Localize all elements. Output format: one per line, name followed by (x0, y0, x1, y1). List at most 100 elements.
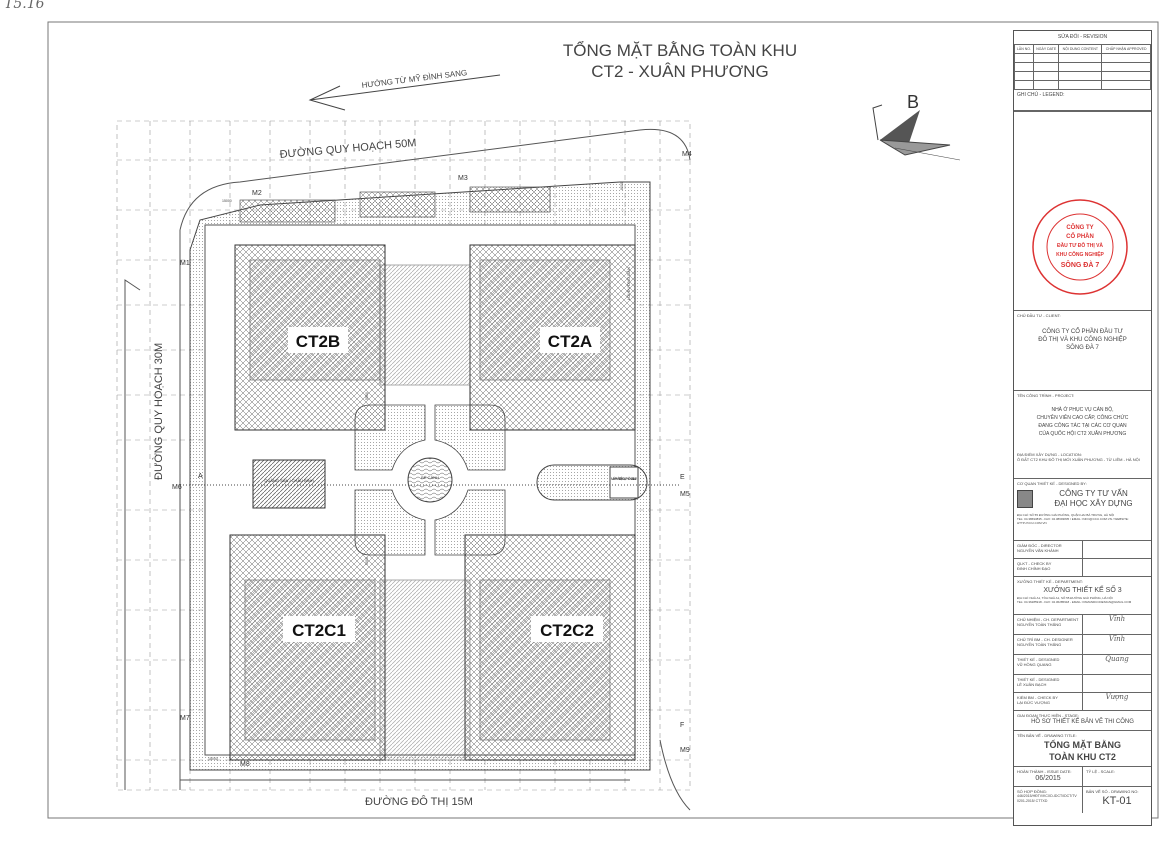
road-label-north: ĐƯỜNG QUY HOẠCH 50M (279, 136, 417, 161)
location-label: ĐỊA ĐIỂM XÂY DỰNG - LOCATION: (1017, 452, 1082, 457)
central-plaza (354, 404, 506, 556)
designer-contact: TEL: 04.38693835 - FAX: 04.38693835 / EM… (1017, 517, 1129, 525)
building-ct2a (469, 244, 636, 431)
building-ct2c1 (229, 534, 386, 761)
svg-text:M7: M7 (180, 715, 190, 722)
svg-text:M4: M4 (682, 151, 692, 158)
signature: Vượng (1082, 693, 1151, 710)
side-path-label: LỐI ĐƯỜNG DẪN (626, 267, 631, 300)
svg-text:M1: M1 (180, 260, 190, 267)
fountain (407, 457, 453, 503)
stage: HỒ SƠ THIẾT KẾ BẢN VẼ THI CÔNG (1031, 719, 1134, 725)
client-line: ĐÔ THỊ VÀ KHU CÔNG NGHIỆP (1038, 337, 1127, 343)
stamp-text: SÔNG ĐÀ 7 (1061, 260, 1100, 269)
svg-text:M2: M2 (252, 190, 262, 197)
svg-text:M6: M6 (172, 484, 182, 491)
staff-role: KIỂM BM - CHECK BY (1017, 695, 1058, 700)
road-edge-west (124, 230, 181, 790)
building-label-ct2c1: CT2C1 (292, 621, 346, 640)
north-compass-icon (872, 104, 961, 161)
road-edge-south (180, 739, 691, 811)
road-label-west: ĐƯỜNG QUY HOẠCH 30M (152, 343, 165, 480)
stamp-text: KHU CÔNG NGHIỆP (1056, 250, 1104, 258)
svg-text:15000: 15000 (208, 757, 218, 761)
svg-text:E: E (680, 474, 685, 481)
svg-text:A: A (198, 473, 203, 480)
generator-label: MÁY PHÁT ĐIỆN DỰ PHÒNG 60 M2 (611, 476, 637, 481)
staff-role: CHỦ NHIỆM - CH. DEPARTMENT (1017, 617, 1079, 622)
signature: Quang (1082, 655, 1151, 674)
studio-label: XƯỞNG THIẾT KẾ - DEPARTMENT: (1017, 579, 1083, 584)
building-ct2b (234, 244, 386, 431)
stamp-text: CỔ PHẦN (1066, 233, 1094, 240)
studio-address: ĐỊA CHỈ: NHÀ A1, TÒA NHÀ A1, SỐ 55 ĐƯỜNG… (1017, 596, 1113, 600)
svg-text:5500: 5500 (365, 392, 369, 400)
svg-text:15000: 15000 (222, 199, 232, 203)
stamp-text: CÔNG TY (1066, 223, 1093, 231)
road-label-south: ĐƯỜNG ĐÔ THỊ 15M (365, 795, 473, 808)
designer-name: ĐẠI HỌC XÂY DỰNG (1054, 499, 1133, 508)
building-ct2c2 (464, 534, 636, 761)
north-label: B (907, 92, 919, 112)
designer-label: CƠ QUAN THIẾT KẾ - DESIGNED BY: (1017, 481, 1087, 486)
revision-title: SỬA ĐỔI - REVISION (1057, 34, 1108, 40)
staff-name: NGUYỄN TOÀN THẮNG (1017, 622, 1062, 627)
contract-number: 446/2015/HĐTV/KCXD-IDCT/IDCT/TV 0201-201… (1017, 794, 1077, 803)
designer-address: ĐỊA CHỈ: SỐ 55 ĐƯỜNG GIẢI PHÓNG, QUẬN HA… (1017, 513, 1115, 517)
building-label-ct2a: CT2A (548, 332, 592, 351)
project-line: CỦA QUỐC HỘI CT2 XUÂN PHƯƠNG (1038, 431, 1127, 437)
issue-date: 06/2015 (1035, 775, 1061, 782)
staff-role: THIẾT KẾ - DESIGNED (1017, 657, 1060, 662)
staff-name: LẠI ĐỨC VƯỢNG (1017, 700, 1050, 705)
parking-label: QUẢNG SÂN / CHẤU BÌNH (264, 478, 313, 483)
direction-arrow-icon (308, 74, 501, 111)
drawing-number: KT-01 (1102, 795, 1132, 807)
svg-text:M3: M3 (458, 175, 468, 182)
svg-text:M9: M9 (680, 747, 690, 754)
project-line: CHUYÊN VIÊN CAO CẤP, CÔNG CHỨC (1036, 415, 1129, 421)
svg-text:8000: 8000 (620, 182, 624, 190)
director-label: GIÁM ĐỐC - DIRECTOR (1017, 543, 1062, 548)
staff-role: THIẾT KẾ - DESIGNED (1017, 677, 1060, 682)
sheet-border (47, 21, 1159, 819)
building-label-ct2c2: CT2C2 (540, 621, 594, 640)
svg-text:M5: M5 (680, 491, 690, 498)
designer-name: CÔNG TY TƯ VẤN (1059, 489, 1128, 498)
tree-planters (239, 186, 551, 223)
drawing-title: TOÀN KHU CT2 (1049, 752, 1116, 762)
signature (1082, 675, 1151, 692)
fountain-label: BỂ CẢNH (421, 475, 439, 480)
company-stamp: CÔNG TY CỔ PHẦN ĐẦU TƯ ĐÔ THỊ VÀ KHU CÔN… (1032, 199, 1128, 295)
svg-text:F: F (680, 722, 684, 729)
plan-title-line1: TỔNG MẶT BẰNG TOÀN KHU (563, 41, 797, 60)
drawing-title-label: TÊN BẢN VẼ - DRAWING TITLE: (1017, 733, 1077, 738)
scale-label: TỶ LỆ - SCALE: (1086, 769, 1115, 774)
location: Ô ĐẤT CT2 KHU ĐÔ THỊ MỚI XUÂN PHƯƠNG - T… (1017, 457, 1140, 462)
building-label-ct2b: CT2B (296, 332, 340, 351)
plan-title-line2: CT2 - XUÂN PHƯƠNG (591, 62, 768, 81)
studio-contact: TEL: 04.36285918 - FAX: 04.36285918 - EM… (1017, 600, 1132, 604)
drawing-title: TỔNG MẶT BẰNG (1044, 740, 1121, 750)
client-line: SÔNG ĐÀ 7 (1066, 345, 1099, 351)
survey-markers: M1 M2 M3 M4 M5 M6 M7 M8 M9 A E F (172, 151, 692, 768)
director-name: NGUYỄN VĂN KHÁNH (1017, 548, 1059, 553)
studio-name: XƯỞNG THIẾT KẾ SỐ 3 (1043, 587, 1122, 594)
project-label: TÊN CÔNG TRÌNH - PROJECT: (1017, 393, 1075, 398)
stamp-text: ĐẦU TƯ ĐÔ THỊ VÀ (1057, 241, 1103, 249)
staff-role: CHỦ TRÌ BM - CH. DESIGNER (1017, 637, 1073, 642)
legend-label: GHI CHÚ - LEGEND: (1017, 92, 1065, 98)
road-edge-north (179, 129, 641, 231)
signature: Vĩnh (1082, 615, 1151, 634)
parking-area (252, 459, 326, 509)
designer-logo (1017, 490, 1033, 508)
handwritten-note: T5.16 (4, 0, 45, 12)
client-label: CHỦ ĐẦU TƯ - CLIENT: (1017, 313, 1061, 318)
stage-label: GIAI ĐOẠN THỰC HIỆN - STAGE: (1017, 713, 1079, 718)
drawing-no-label: BẢN VẼ SỐ - DRAWING NO: (1086, 789, 1139, 794)
signature: Vĩnh (1082, 635, 1151, 654)
stamp-area: CÔNG TY CỔ PHẦN ĐẦU TƯ ĐÔ THỊ VÀ KHU CÔN… (1014, 111, 1151, 311)
dimension-labels: 15000 15000 5500 5500 8000 (208, 182, 624, 761)
